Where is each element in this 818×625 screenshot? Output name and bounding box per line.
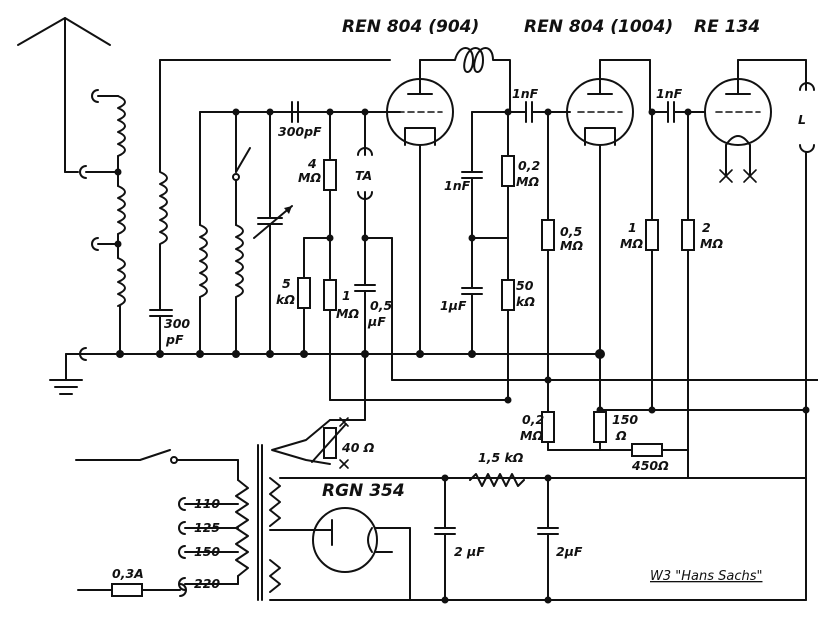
tube-1-label: REN 804 (904) (342, 17, 479, 37)
r-450-label: 450Ω (631, 458, 669, 473)
tube-1 (386, 59, 454, 355)
r-1m-b-label: 1 (342, 288, 351, 303)
r-4m-unit: MΩ (298, 170, 321, 185)
r-05m-label: 0,5 (560, 224, 582, 239)
antenna-sockets (79, 89, 119, 251)
bias-network (329, 399, 807, 457)
diagram-caption: W3 "Hans Sachs" (650, 569, 762, 584)
voltage-selector (178, 497, 239, 591)
r-02m-a-label: 0,2 (518, 158, 540, 173)
tap-110-label: 110 (194, 496, 220, 511)
c-2u-b-label: 2µF (556, 544, 583, 559)
grid-capacitor (291, 101, 396, 123)
r-5k-label: 5 (282, 276, 291, 291)
c-300pf-label: 300pF (278, 124, 322, 139)
rectifier-label: RGN 354 (322, 481, 405, 501)
grid-leak-resistor (297, 111, 337, 401)
tap-125-label: 125 (194, 520, 220, 535)
tuning-coils (199, 111, 301, 355)
r-02m-b-unit: MΩ (520, 428, 543, 443)
c-1nf-a-label: 1nF (512, 86, 539, 101)
r-02m-b-label: 0,2 (522, 412, 544, 427)
fuse (77, 583, 187, 597)
tube-2-label: REN 804 (1004) (524, 17, 673, 37)
coupling-stage-1 (461, 84, 571, 411)
r-1m-a-label: 1 (628, 220, 637, 235)
speaker-label: L (798, 112, 806, 127)
antenna-symbol (17, 17, 111, 173)
r-2m-unit: MΩ (700, 236, 723, 251)
r-50k-label: 50 (516, 278, 534, 293)
mains-transformer (235, 444, 807, 601)
c-05u-label: 0,5 (370, 298, 392, 313)
antenna-coil (117, 95, 126, 355)
r-5k-unit: kΩ (276, 292, 295, 307)
junction-dots (114, 108, 810, 414)
r-15k-label: 1,5 kΩ (478, 450, 524, 465)
r-1m-b-unit: MΩ (336, 306, 359, 321)
r-40-label: 40 Ω (341, 440, 375, 455)
tap-220-label: 220 (194, 576, 220, 591)
c-1nf-b-label: 1nF (444, 178, 471, 193)
hum-potentiometer (271, 353, 366, 469)
loudspeaker-socket (799, 82, 815, 601)
tube-3 (704, 59, 807, 183)
r-1m-a-unit: MΩ (620, 236, 643, 251)
c-2u-a-label: 2 µF (454, 544, 485, 559)
coupling-coil (149, 59, 391, 355)
ta-label: TA (355, 168, 372, 183)
anode-choke (419, 47, 511, 86)
c-300p-b-unit: pF (165, 332, 184, 347)
power-filter (434, 449, 689, 604)
r-02m-a-unit: MΩ (516, 174, 539, 189)
mains-switch (75, 449, 239, 464)
r-50k-unit: kΩ (516, 294, 535, 309)
r-4m-label: 4 (307, 156, 317, 171)
rectifier-tube (312, 507, 411, 601)
tube-2 (566, 59, 651, 411)
fuse-label: 0,3A (112, 566, 144, 581)
r-2m-label: 2 (702, 220, 711, 235)
tap-150-label: 150 (194, 544, 220, 559)
r-150-label: 150 (612, 412, 638, 427)
tube-3-label: RE 134 (694, 17, 760, 37)
r-05m-unit: MΩ (560, 238, 583, 253)
variable-capacitor (253, 111, 293, 355)
ground-bus (49, 347, 605, 395)
coupling-stage-2 (645, 101, 706, 451)
c-1u-label: 1µF (440, 298, 467, 313)
c-300p-b-label: 300 (164, 316, 190, 331)
pickup-socket (354, 111, 818, 381)
r-150-unit: Ω (615, 428, 627, 443)
c-05u-unit: µF (367, 314, 386, 329)
c-1nf-c-label: 1nF (656, 86, 683, 101)
